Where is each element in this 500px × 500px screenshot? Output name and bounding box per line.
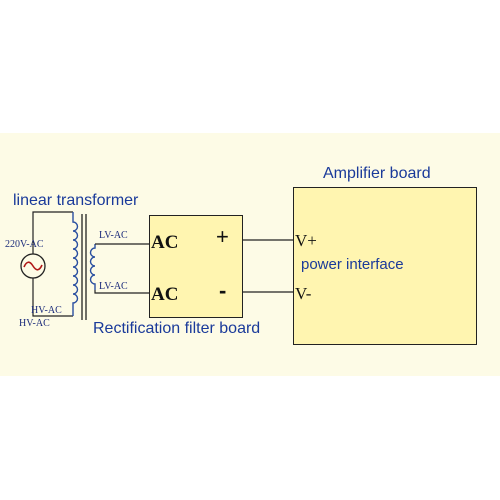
rectifier-ac-input-bottom: AC <box>151 284 179 305</box>
hv-ac-label-bottom: HV-AC <box>19 318 50 329</box>
power-interface-label: power interface <box>301 256 404 273</box>
secondary-coil <box>89 244 96 290</box>
lv-ac-label-top: LV-AC <box>99 230 128 241</box>
primary-coil <box>72 212 79 316</box>
input-voltage-label: 220V-AC <box>5 239 44 250</box>
source-lead-top <box>32 211 73 254</box>
amplifier-v-plus: V+ <box>295 231 317 250</box>
rectifier-ac-input-top: AC <box>151 232 179 253</box>
hv-ac-label-top: HV-AC <box>31 305 62 316</box>
transformer-title: linear transformer <box>13 192 139 209</box>
sine-wave-icon <box>23 261 43 271</box>
amplifier-v-minus: V- <box>295 284 312 303</box>
rectification-filter-board <box>149 215 243 318</box>
lv-ac-label-bottom: LV-AC <box>99 281 128 292</box>
rectifier-title: Rectification filter board <box>93 320 261 337</box>
amplifier-title: Amplifier board <box>323 165 431 182</box>
source-lead-bottom <box>32 278 73 317</box>
rectifier-positive-terminal: + <box>216 224 229 249</box>
rectifier-negative-terminal: - <box>219 278 227 303</box>
amplifier-board <box>293 187 477 345</box>
lv-wire-bottom <box>94 290 150 294</box>
